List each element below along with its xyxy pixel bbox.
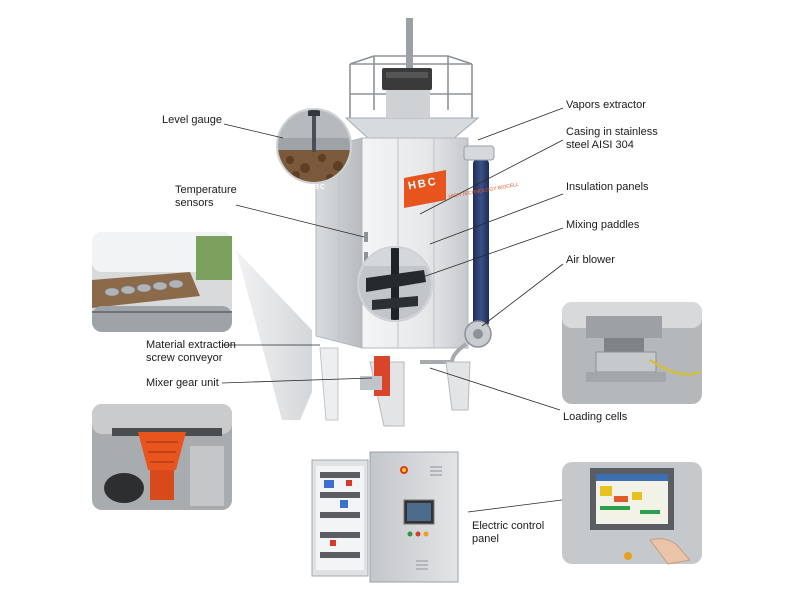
extractor-motor xyxy=(382,68,432,90)
photo-gear-unit xyxy=(92,404,232,510)
label-insulation-panels: Insulation panels xyxy=(566,181,649,193)
label-casing-line2: steel AISI 304 xyxy=(566,139,634,151)
air-pipe xyxy=(473,158,489,328)
photo-extraction-screw xyxy=(92,232,232,332)
photo-load-cells xyxy=(562,302,702,404)
label-control-line2: panel xyxy=(472,533,499,545)
hbc-logo-side-text: HBC xyxy=(307,184,327,191)
extraction-chute xyxy=(236,250,312,420)
vent-chimney xyxy=(406,18,413,68)
air-pipe-top xyxy=(463,145,495,161)
air-blower-hub xyxy=(473,329,483,339)
label-temperature-sensors: Temperature sensors xyxy=(175,184,237,210)
label-vapors-extractor: Vapors extractor xyxy=(566,99,646,111)
extractor-duct xyxy=(386,90,430,118)
level-gauge-inset xyxy=(276,108,352,184)
label-temperature-line1: Temperature xyxy=(175,184,237,196)
label-air-blower: Air blower xyxy=(566,254,615,266)
label-casing: Casing in stainless steel AISI 304 xyxy=(566,126,658,152)
extraction-chute-side xyxy=(236,250,322,330)
label-control-line1: Electric control xyxy=(472,520,545,532)
leader-lines xyxy=(221,107,564,513)
label-loading-cells: Loading cells xyxy=(563,411,628,423)
hbc-logo-front xyxy=(404,170,446,208)
label-mixer-gear-unit: Mixer gear unit xyxy=(146,377,219,389)
silo-leg-right xyxy=(445,361,471,411)
label-temperature-line2: sensors xyxy=(175,197,214,209)
mixing-paddles-inset xyxy=(357,246,433,322)
label-material-extraction: Material extraction screw conveyor xyxy=(146,339,236,365)
label-level-gauge: Level gauge xyxy=(162,114,222,126)
silo-leg-back xyxy=(319,347,339,421)
label-electric-control-panel: Electric control panel xyxy=(472,520,544,546)
label-extraction-line2: screw conveyor xyxy=(146,352,223,364)
mixer-gear-motor xyxy=(360,376,382,390)
photo-touch-panel xyxy=(562,462,702,565)
label-extraction-line1: Material extraction xyxy=(146,339,236,351)
extractor-hood xyxy=(344,117,480,141)
label-casing-line1: Casing in stainless xyxy=(566,126,658,138)
label-mixing-paddles: Mixing paddles xyxy=(566,219,640,231)
temperature-sensor-marks xyxy=(364,232,368,262)
control-cabinet xyxy=(311,451,459,583)
extractor-grille xyxy=(386,72,428,78)
